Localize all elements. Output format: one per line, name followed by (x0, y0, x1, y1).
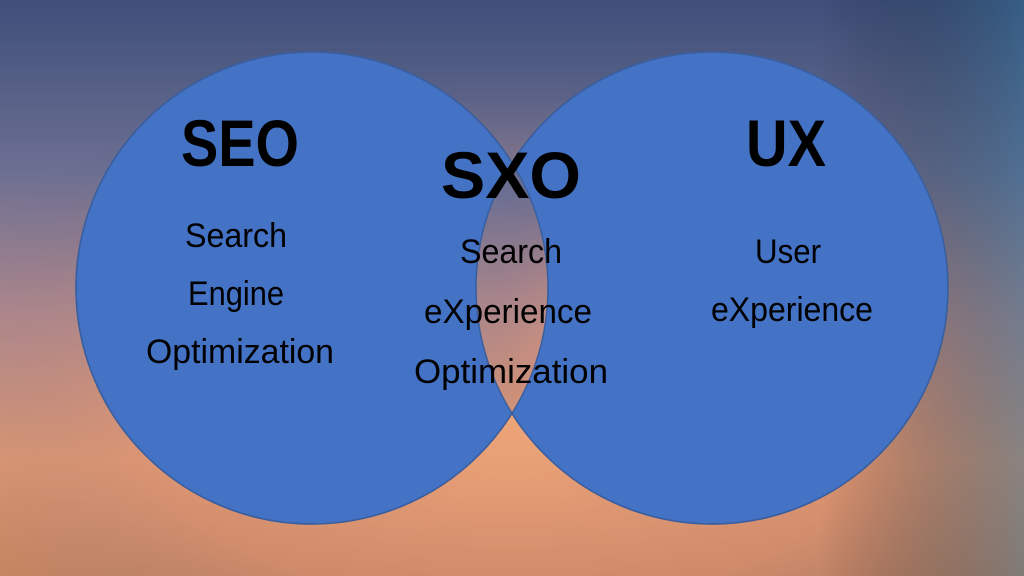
sxo-line-2: eXperience (424, 293, 592, 331)
ux-circle-outline (475, 51, 949, 525)
sxo-title: SXO (441, 138, 581, 212)
ux-line-1: User (755, 233, 821, 271)
seo-line-3: Optimization (146, 333, 334, 371)
seo-title: SEO (181, 106, 299, 180)
ux-title: UX (746, 106, 826, 180)
sxo-line-1: Search (460, 233, 562, 271)
seo-line-1: Search (185, 217, 287, 255)
ux-line-2: eXperience (711, 291, 873, 329)
sxo-line-3: Optimization (414, 353, 608, 391)
seo-line-2: Engine (188, 275, 284, 313)
seo-circle-outline (75, 51, 549, 525)
